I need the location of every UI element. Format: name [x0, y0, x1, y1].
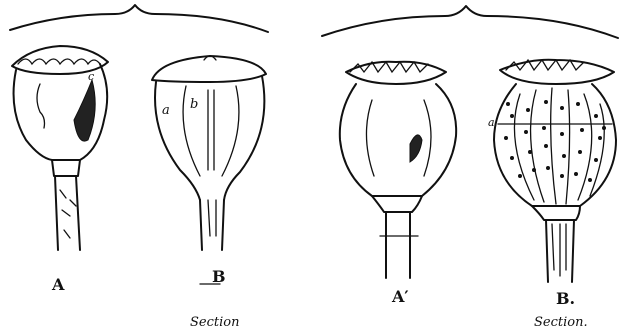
mark-a-left: a — [162, 103, 170, 118]
label-b-prime: B. — [556, 289, 575, 308]
mark-c-left: c — [88, 70, 94, 83]
label-a-prime: A′ — [391, 287, 409, 306]
label-a: A — [51, 275, 65, 294]
mark-a-right: a — [488, 116, 495, 129]
brace-right — [322, 6, 618, 38]
section-label-left: Section — [190, 315, 239, 330]
figure-b-prime — [494, 60, 616, 282]
label-b: B — [212, 267, 226, 286]
brace-left — [10, 5, 268, 32]
figure-b — [152, 56, 266, 250]
figure-a-prime — [340, 62, 456, 278]
section-label-right: Section. — [534, 315, 588, 330]
mark-b-left: b — [190, 97, 198, 112]
